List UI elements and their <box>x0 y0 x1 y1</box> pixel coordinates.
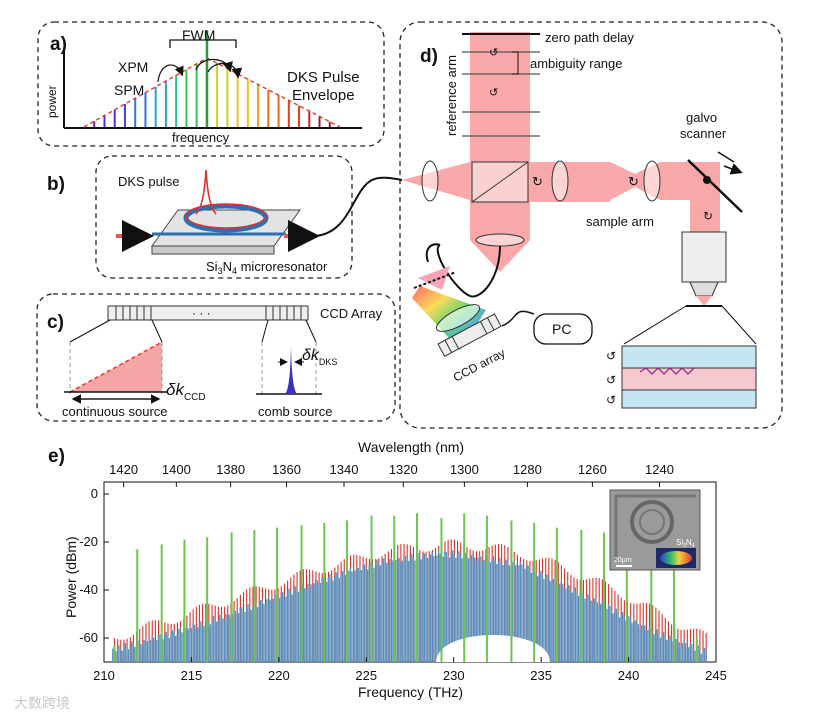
ccd-array-label: CCD Array <box>320 306 383 321</box>
x-tick-label: 225 <box>355 668 377 683</box>
lens-input <box>421 160 439 202</box>
panel-b-letter: b) <box>47 174 65 195</box>
wavelength-axis-title: Wavelength (nm) <box>358 439 464 455</box>
fwm-label: FWM <box>182 27 215 43</box>
zero-path-label: zero path delay <box>545 30 634 45</box>
ambiguity-label: ambiguity range <box>530 56 623 71</box>
plot-data <box>112 513 707 662</box>
envelope-label-1: DKS Pulse <box>287 69 360 86</box>
sample-layer-top <box>621 345 757 369</box>
lens-detection <box>475 233 525 247</box>
x2-tick-label: 1360 <box>272 462 301 477</box>
frequency-axis-title: Frequency (THz) <box>358 684 463 700</box>
ref-pol-2: ↺ <box>489 87 498 99</box>
envelope-label-2: Envelope <box>292 87 355 104</box>
spectrometer-ccd <box>437 313 502 358</box>
panel-d-letter: d) <box>420 46 438 67</box>
panel-a-letter: a) <box>50 34 67 55</box>
lens-sample-1 <box>551 160 569 202</box>
panel-b: b) DKS pulse Si3N4 microresonator <box>47 155 403 279</box>
dk-dks-label: δkDKS <box>302 347 337 367</box>
objective <box>681 231 727 283</box>
x2-tick-label: 1240 <box>645 462 674 477</box>
y-tick-label: -20 <box>79 534 98 549</box>
frequency-label: frequency <box>172 130 230 145</box>
dks-pulse-shape <box>195 169 217 215</box>
power-label: power <box>45 85 59 118</box>
sample-layer-bottom <box>621 389 757 409</box>
dks-pulse-label: DKS pulse <box>118 174 179 189</box>
x2-tick-label: 1400 <box>162 462 191 477</box>
dk-ccd-label: δkCCD <box>166 380 206 403</box>
reference-beam <box>470 32 530 162</box>
watermark: 大数跨境 <box>14 696 70 712</box>
fwm-arrow-2 <box>207 62 243 79</box>
x-tick-label: 210 <box>93 668 115 683</box>
spm-label: SPM <box>114 82 144 98</box>
panel-e: e) 210 215 220 225 230 235 240 245 0 -20 -40 -60 142… <box>48 439 727 700</box>
y-tick-label: -40 <box>79 582 98 597</box>
panel-e-letter: e) <box>48 446 65 467</box>
xpm-arrow <box>157 64 184 83</box>
fwm-arrow-1 <box>195 58 233 73</box>
ccd-array-d-label: CCD array <box>451 346 508 385</box>
svg-text:↺: ↺ <box>606 349 616 363</box>
x-tick-label: 235 <box>530 668 552 683</box>
panel-c: c) CCD Array · · · δkCCD continuous sour… <box>36 293 396 422</box>
x2-tick-label: 1320 <box>389 462 418 477</box>
y-tick-label: -60 <box>79 630 98 645</box>
ref-pol-1: ↺ <box>489 47 498 59</box>
svg-text:↺: ↺ <box>606 373 616 387</box>
inset-micrograph: 20µm Si3N4 <box>609 489 701 571</box>
x2-tick-label: 1260 <box>578 462 607 477</box>
svg-text:↻: ↻ <box>703 209 713 223</box>
detection-fiber <box>436 244 501 298</box>
power-axis-title: Power (dBm) <box>63 536 79 618</box>
panel-d: d) zero path delay ambiguity range refer… <box>399 21 783 429</box>
ccd-strip <box>107 305 309 321</box>
x2-tick-label: 1300 <box>450 462 479 477</box>
x2-tick-label: 1420 <box>109 462 138 477</box>
svg-text:↻: ↻ <box>628 174 639 189</box>
x2-tick-label: 1280 <box>513 462 542 477</box>
x-tick-label: 240 <box>618 668 640 683</box>
device-label: Si3N4 microresonator <box>206 259 328 276</box>
continuous-source-label: continuous source <box>62 404 168 419</box>
x-tick-label: 220 <box>268 668 290 683</box>
panel-c-letter: c) <box>47 312 64 333</box>
x2-tick-label: 1380 <box>216 462 245 477</box>
xpm-label: XPM <box>118 59 148 75</box>
x-tick-label: 245 <box>705 668 727 683</box>
lens-sample-2 <box>643 160 661 202</box>
sample-arm-label: sample arm <box>586 214 654 229</box>
galvo-label-1: galvo <box>686 110 717 125</box>
reference-arm-label: reference arm <box>444 55 459 136</box>
ccd-dots: · · · <box>192 306 211 320</box>
x-tick-label: 215 <box>181 668 203 683</box>
inset-scalebar: 20µm <box>614 557 632 564</box>
galvo-mirror <box>687 159 743 213</box>
galvo-label-2: scanner <box>680 126 727 141</box>
x-tick-label: 230 <box>443 668 465 683</box>
ccd-array-strip <box>107 305 309 321</box>
inset-material: Si3N4 <box>676 538 695 549</box>
svg-text:↻: ↻ <box>532 174 543 189</box>
pc-box <box>533 313 593 345</box>
comb-source-label: comb source <box>258 404 332 419</box>
panel-a: a) power frequency FWM XPM SPM DKS Pulse… <box>37 21 385 147</box>
axes-ticks: 210 215 220 225 230 235 240 245 0 -20 -40 -60 1420 14… <box>79 462 727 683</box>
pc-label: PC <box>552 321 571 337</box>
y-tick-label: 0 <box>91 486 98 501</box>
x2-tick-label: 1340 <box>330 462 359 477</box>
fwm-bracket <box>169 39 237 48</box>
fiber <box>311 176 403 237</box>
svg-text:↺: ↺ <box>606 393 616 407</box>
